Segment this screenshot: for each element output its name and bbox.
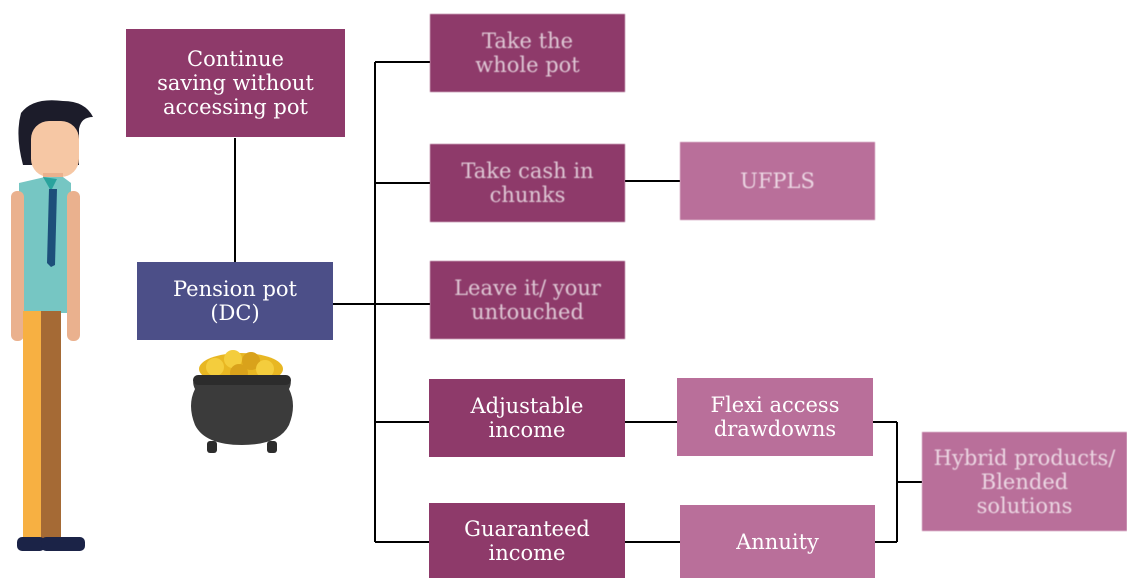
node-pension-pot: Pension pot (DC): [137, 262, 333, 340]
person-shirt: [19, 177, 71, 313]
person-face: [31, 121, 79, 177]
node-leave-untouched: Leave it/ your untouched: [430, 261, 625, 339]
node-flexi-drawdowns: Flexi access drawdowns: [677, 378, 873, 456]
node-continue-saving: Continue saving without accessing pot: [126, 29, 345, 137]
node-take-cash-chunks: Take cash in chunks: [430, 144, 625, 222]
node-adjustable-income: Adjustable income: [429, 379, 625, 457]
person-illustration: [11, 100, 93, 551]
node-annuity: Annuity: [680, 505, 875, 578]
node-hybrid-solutions: Hybrid products/ Blended solutions: [922, 432, 1127, 531]
person-left-shoe: [17, 537, 45, 551]
person-collar: [43, 177, 57, 191]
person-right-shoe: [41, 537, 85, 551]
person-right-arm: [67, 191, 80, 341]
node-ufpls: UFPLS: [680, 142, 875, 220]
person-left-arm: [11, 191, 24, 341]
person-left-leg: [23, 311, 41, 543]
node-guaranteed-income: Guaranteed income: [429, 503, 625, 578]
node-take-whole-pot: Take the whole pot: [430, 14, 625, 92]
pot-of-gold-icon: [191, 350, 293, 453]
person-tie: [47, 189, 57, 267]
person-right-leg: [41, 311, 61, 543]
